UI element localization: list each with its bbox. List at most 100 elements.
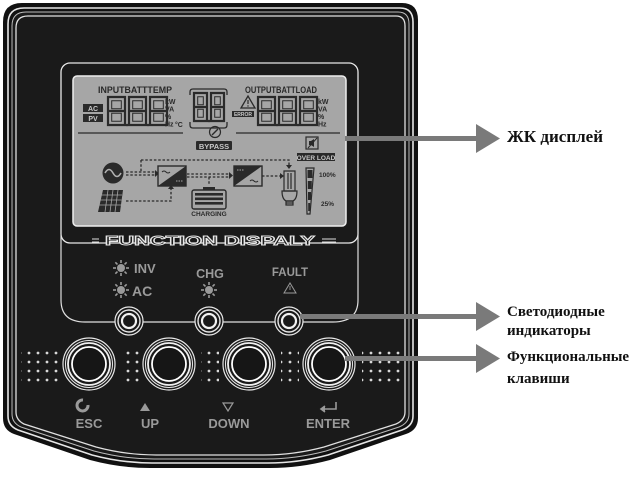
warning-icon (239, 94, 257, 109)
decimal-point (296, 123, 300, 127)
input-digits (106, 95, 169, 127)
charger-icon (157, 165, 187, 187)
decimal-point (146, 123, 150, 127)
bypass-badge (196, 141, 232, 150)
arrow-leds (300, 302, 500, 331)
decimal-point (125, 123, 129, 127)
load-level-100: 100% (319, 172, 336, 179)
battery-icon (191, 187, 227, 210)
led-label-fault-text: FAULT (272, 267, 308, 279)
callout-lcd: ЖК дисплей (507, 127, 603, 146)
return-circle-icon (75, 398, 90, 413)
unit-label: % (165, 114, 172, 121)
lcd-input-header: INPUTBATTTEMP (98, 85, 173, 96)
power-flow-lines (126, 159, 290, 202)
badge-pv-label: PV (88, 116, 98, 123)
unit-label: VA (165, 107, 174, 114)
led-label-ac: AC (132, 283, 152, 299)
mute-icon (305, 136, 319, 150)
callout-leds-line2: индикаторы (507, 323, 591, 339)
unit-label: kW (165, 99, 176, 106)
ac-source-icon (102, 162, 124, 184)
solar-panel-icon (98, 189, 123, 213)
key-label-up: UP (141, 416, 159, 431)
triangle-up-icon (140, 403, 150, 411)
overload-badge (297, 153, 335, 161)
inverter-icon (233, 165, 263, 187)
lcd-output-header: OUTPUTBATTLOAD (245, 85, 317, 96)
enter-icon (319, 402, 337, 413)
wrench-icon (208, 125, 222, 139)
key-enter-button[interactable] (302, 337, 356, 391)
center-digits (192, 91, 226, 123)
led-label-chg-text: CHG (196, 267, 224, 281)
sun-icon (113, 282, 129, 298)
seven-segment-digit (209, 91, 226, 123)
key-esc-button[interactable] (62, 337, 116, 391)
callout-leds: Светодиодные индикаторы (507, 303, 605, 341)
seven-segment-digit (148, 95, 169, 127)
led-label-inv: INV (134, 261, 156, 276)
output-digits (256, 95, 319, 127)
led-indicator (194, 306, 224, 336)
seven-segment-digit (127, 95, 148, 127)
load-level-25: 25% (321, 201, 334, 208)
led-label-chg: CHG (196, 267, 224, 298)
callout-leds-line1: Светодиодные (507, 304, 605, 320)
key-label-enter: ENTER (306, 416, 351, 431)
seven-segment-digit (256, 95, 277, 127)
badge-ac-label: AC (88, 106, 98, 113)
led-indicators (114, 306, 304, 336)
sun-icon (113, 260, 129, 276)
callout-lcd-text: ЖК дисплей (507, 127, 603, 146)
key-up-button[interactable] (142, 337, 196, 391)
decimal-point (275, 123, 279, 127)
unit-label: % (318, 114, 325, 121)
led-label-inv-ac: INV AC (113, 260, 156, 299)
led-indicator (274, 306, 304, 336)
callout-keys-line1: Функциональные (507, 349, 630, 365)
center-bracket (189, 88, 228, 129)
arrow-keys (345, 344, 500, 373)
charging-label: CHARGING (191, 211, 226, 218)
load-level-icon (305, 167, 315, 215)
bypass-label: BYPASS (199, 142, 229, 151)
speaker-grilles (21, 346, 400, 386)
led-indicator (114, 306, 144, 336)
bulb-load-icon (281, 170, 298, 206)
arrow-lcd (345, 124, 500, 153)
flow-arrowheads (155, 165, 292, 189)
error-label: ERROR (234, 112, 252, 118)
seven-segment-digit (277, 95, 298, 127)
unit-label: kW (318, 99, 329, 106)
key-label-down: DOWN (208, 416, 249, 431)
error-badge (232, 111, 254, 117)
callout-arrows (300, 124, 500, 373)
seven-segment-digit (298, 95, 319, 127)
decimal-point (207, 119, 211, 123)
unit-label: Hz (318, 122, 327, 129)
key-label-esc: ESC (76, 416, 103, 431)
seven-segment-digit (106, 95, 127, 127)
led-label-fault: FAULT (272, 267, 308, 294)
callout-keys: Функциональные клавиши (507, 346, 629, 390)
seven-segment-digit (192, 91, 209, 123)
badge-ac (83, 104, 103, 112)
sun-icon (201, 282, 217, 298)
callout-keys-line2: клавиши (507, 371, 570, 387)
unit-label: Hz (165, 122, 174, 129)
panel-title: FUNCTION DISPALY (105, 234, 316, 248)
badge-pv (83, 114, 103, 122)
lcd-display: INPUTBATTTEMP OUTPUTBATTLOAD AC PV kWVA%… (72, 75, 347, 227)
overload-label: OVER LOAD (297, 155, 336, 162)
key-down-button[interactable] (222, 337, 276, 391)
panel-title-group: FUNCTION DISPALY (92, 234, 336, 248)
unit-label: VA (318, 107, 327, 114)
function-keys (62, 337, 356, 391)
triangle-down-icon (221, 402, 235, 413)
warning-icon (283, 282, 297, 294)
